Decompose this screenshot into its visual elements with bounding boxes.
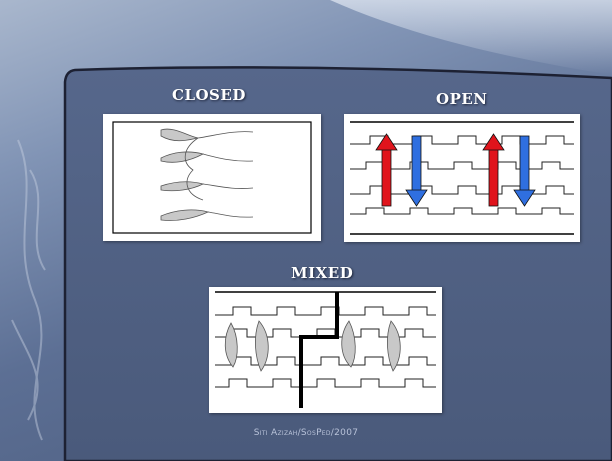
mixed-diagram (209, 287, 442, 413)
closed-diagram (103, 114, 321, 241)
red-up-arrow-icon (375, 133, 505, 207)
closed-label: CLOSED (172, 86, 246, 104)
open-diagram (344, 114, 580, 242)
open-label: OPEN (436, 90, 488, 108)
footer-credit: Siti Azizah/SosPed/2007 (253, 428, 359, 438)
blue-down-arrow-icon (405, 135, 536, 207)
mixed-label: MIXED (291, 264, 354, 282)
